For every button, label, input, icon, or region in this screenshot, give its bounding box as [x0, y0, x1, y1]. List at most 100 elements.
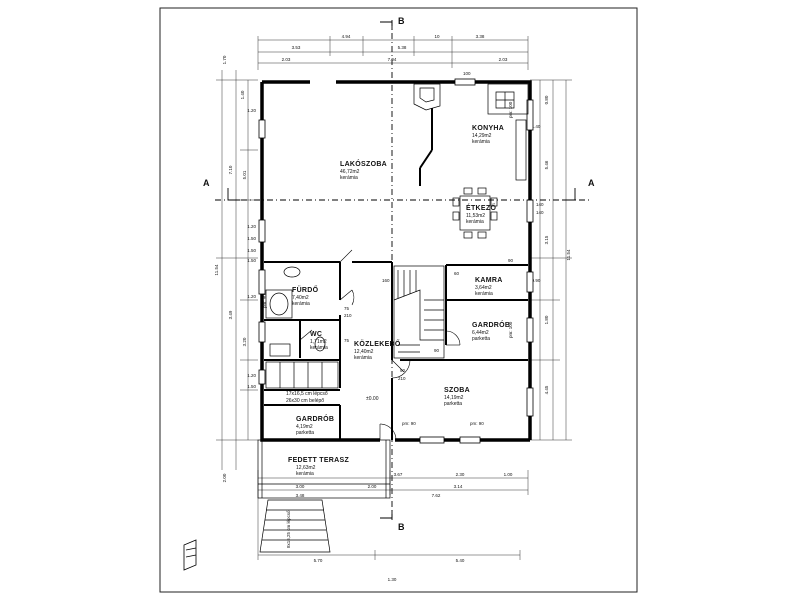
room-label-furdo: FÜRDŐ [292, 285, 319, 294]
dim-bottom-6: 3.14 [454, 484, 463, 489]
windows [258, 78, 534, 444]
room-area-fedett-terasz: 12,63m2 [296, 465, 316, 471]
room-area-furdo: 7,40m2 [292, 295, 309, 301]
dim-left-2: 1.40 [240, 90, 245, 99]
kitchen-counter [487, 83, 529, 181]
room-floor-konyha: kerámia [472, 139, 490, 145]
dining-table [452, 187, 498, 239]
door-size-1: pm: 90 [402, 421, 416, 426]
section-b-bottom-label: B [398, 522, 405, 532]
dim-left-3: 1.20 [247, 108, 256, 113]
room-label-gardrob-1: GARDRÓB [472, 320, 510, 329]
dim-bottom-3: 2.30 [456, 472, 465, 477]
section-line-b [380, 20, 393, 520]
dim-bottom-2: 3.67 [394, 472, 403, 477]
opening-12: 160 [382, 278, 390, 283]
room-area-kamra: 3,64m2 [475, 285, 492, 291]
room-floor-kamra: kerámia [475, 291, 493, 297]
opening-2: 90 [400, 368, 406, 373]
room-label-etkezo: ÉTKEZŐ [466, 203, 496, 212]
dim-bottom-4: 1.00 [504, 472, 513, 477]
top-dimension-lines [257, 36, 529, 70]
dim-top-8: 2.03 [499, 57, 508, 62]
bathroom-fixtures [265, 266, 326, 357]
dim-right-1: 0.80 [544, 95, 549, 104]
room-floor-kozlekedo: kerámia [354, 355, 372, 361]
dim-top-2: 10 [434, 34, 440, 39]
room-area-gardrob-2: 4,19m2 [296, 424, 313, 430]
opening-5: 90 [434, 348, 440, 353]
dim-right-4: 3.15 [544, 235, 549, 244]
door-size-3: pm: 90 [262, 294, 267, 308]
dim-top-5: 3.53 [292, 45, 301, 50]
dim-left-4: 7.10 [228, 165, 233, 174]
dim-left-9: 11.54 [214, 264, 219, 275]
dim-right-3: 1.40 [532, 124, 541, 129]
dim-left-16: 2.00 [222, 473, 227, 482]
room-floor-wc: kerámia [310, 345, 328, 351]
dim-left-10: 1.50 [247, 258, 256, 263]
opening-3: 75 [344, 306, 350, 311]
dim-left-12: 1.20 [247, 294, 256, 299]
stair-note-1: 17x16,5 cm lépcső [286, 391, 328, 397]
room-label-szoba: SZOBA [444, 387, 470, 394]
opening-9: 90 [508, 258, 514, 263]
room-label-kozlekedo: KÖZLEKEDŐ [354, 339, 401, 348]
dim-top-3: 5.38 [398, 45, 407, 50]
room-area-szoba: 14,19m2 [444, 395, 464, 401]
dim-left-11: 3.49 [228, 310, 233, 319]
room-area-konyha: 14,29m2 [472, 133, 492, 139]
room-floor-etkezo: kerámia [466, 219, 484, 225]
door-size-4: pm: 100 [508, 321, 513, 338]
entry-steps [259, 499, 331, 553]
staircase [265, 265, 445, 389]
entry-steps-note: 8x16,25 cm lépcső [286, 510, 291, 548]
dim-bottom-7: 3.48 [296, 493, 305, 498]
dim-left-5: 5.01 [242, 170, 247, 179]
section-line-a [215, 188, 590, 201]
opening-6: 210 [344, 313, 352, 318]
room-area-wc: 1,71m2 [310, 339, 327, 345]
opening-11: 140 [536, 210, 544, 215]
dim-bottom-1: 2.00 [368, 484, 377, 489]
room-label-gardrob-2: GARDRÓB [296, 414, 334, 423]
room-floor-fedett-terasz: kerámia [296, 471, 314, 477]
section-a-left-label: A [203, 178, 210, 188]
right-dimension-lines [530, 79, 572, 441]
opening-10: 140 [536, 202, 544, 207]
door-size-2: pm: 90 [470, 421, 484, 426]
sheet-frame [159, 7, 638, 593]
room-area-gardrob-1: 6,44m2 [472, 330, 489, 336]
dim-top-4: 3.38 [476, 34, 485, 39]
stair-note-2: 26x30 cm belépő [286, 398, 324, 404]
dim-right-8: 4.45 [544, 385, 549, 394]
room-floor-gardrob-2: parketta [296, 430, 314, 436]
section-a-right-label: A [588, 178, 595, 188]
dim-bottom-8: 7.62 [432, 493, 441, 498]
fireplace [413, 83, 441, 111]
dim-left-8: 1.50 [247, 248, 256, 253]
opening-8: 60 [454, 271, 460, 276]
dim-left-13: 3.20 [242, 337, 247, 346]
left-dimension-lines [216, 70, 258, 470]
dim-left-1: 1.70 [222, 55, 227, 64]
room-floor-szoba: parketta [444, 401, 462, 407]
room-floor-lakoszoba: kerámia [340, 175, 358, 181]
dim-bottom-10: 5.40 [456, 558, 465, 563]
dim-right-2: 5.46 [544, 160, 549, 169]
dim-bottom-9: 5.70 [314, 558, 323, 563]
north-arrow-icon [183, 539, 197, 571]
opening-1: 100 [463, 71, 471, 76]
terrace-outline [257, 439, 391, 499]
dim-left-6: 1.20 [247, 224, 256, 229]
dim-right-6: 0.90 [532, 278, 541, 283]
dim-right-7: 1.80 [544, 315, 549, 324]
room-label-kamra: KAMRA [475, 277, 503, 284]
dim-top-1: 4.94 [342, 34, 351, 39]
opening-7: 210 [398, 376, 406, 381]
room-floor-furdo: kerámia [292, 301, 310, 307]
section-b-top-label: B [398, 16, 405, 26]
room-area-lakoszoba: 46,72m2 [340, 169, 360, 175]
dim-bottom-5: 3.00 [296, 484, 305, 489]
